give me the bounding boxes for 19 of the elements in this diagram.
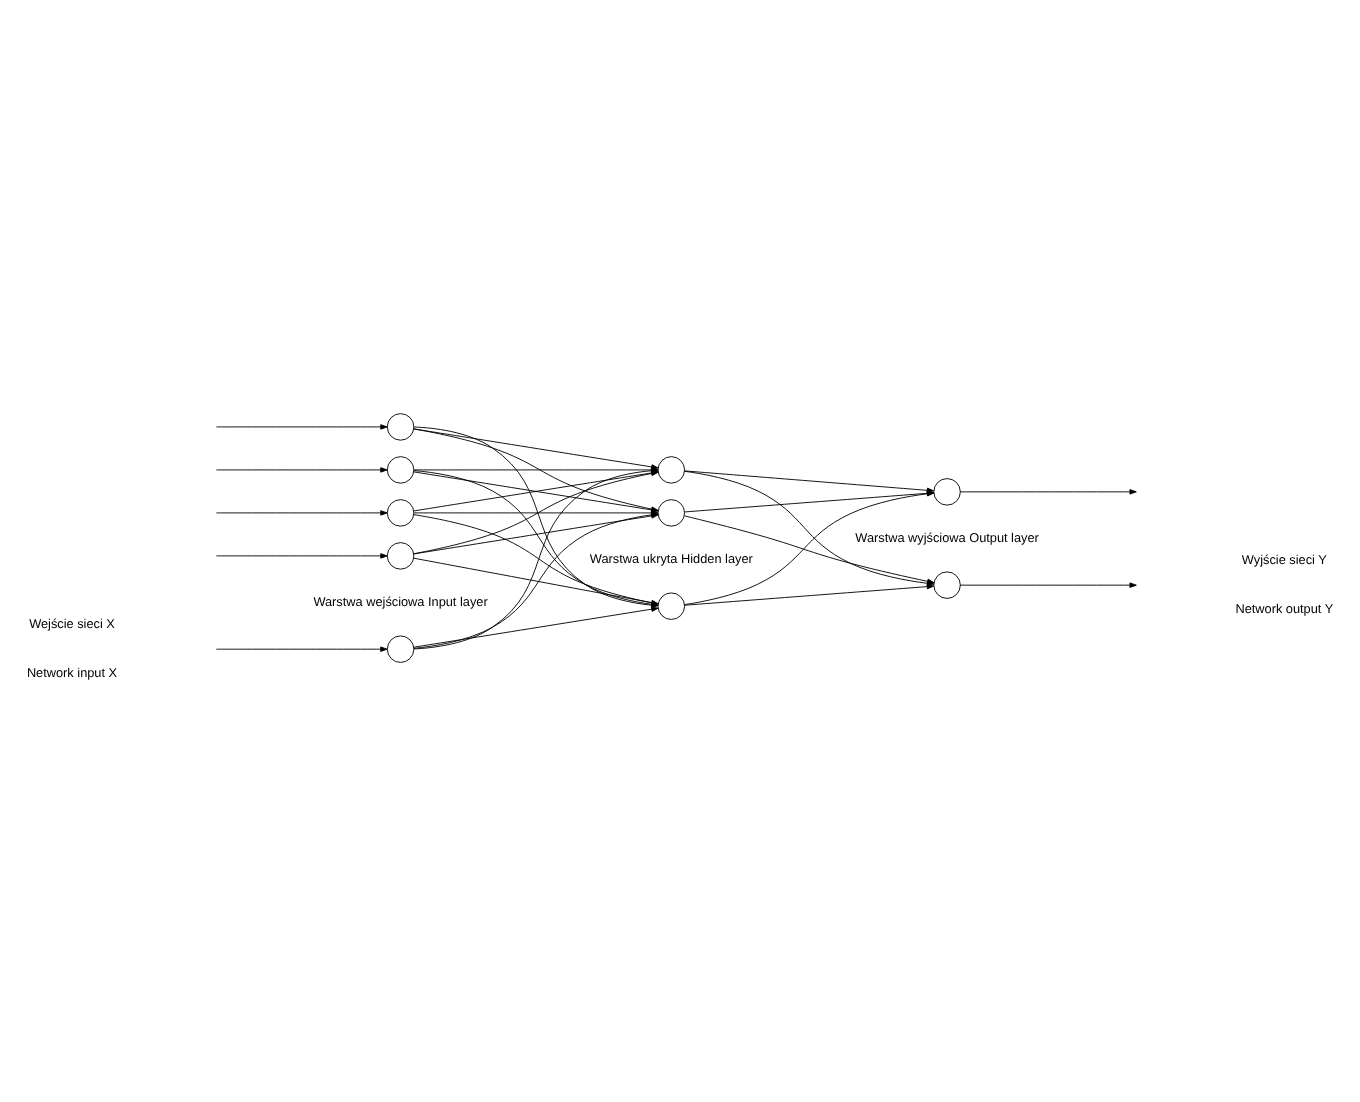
node-circle: [386, 634, 415, 662]
arrow: [215, 552, 388, 558]
node-circle: [657, 498, 686, 526]
arrow: [959, 581, 1137, 587]
arrow: [959, 488, 1137, 494]
node-circle: [657, 591, 686, 619]
node-circle: [933, 570, 961, 598]
arrow: [215, 466, 388, 472]
arrow: [215, 645, 388, 651]
node-circle: [386, 455, 415, 483]
node-circle: [933, 477, 961, 505]
node-circle: [386, 541, 415, 569]
arrow: [215, 509, 388, 515]
node-circle: [657, 455, 686, 483]
node-circle: [386, 498, 415, 526]
arrow: [413, 605, 659, 647]
node-circle: [386, 412, 415, 440]
arrow: [413, 427, 659, 469]
arrow: [215, 423, 388, 429]
